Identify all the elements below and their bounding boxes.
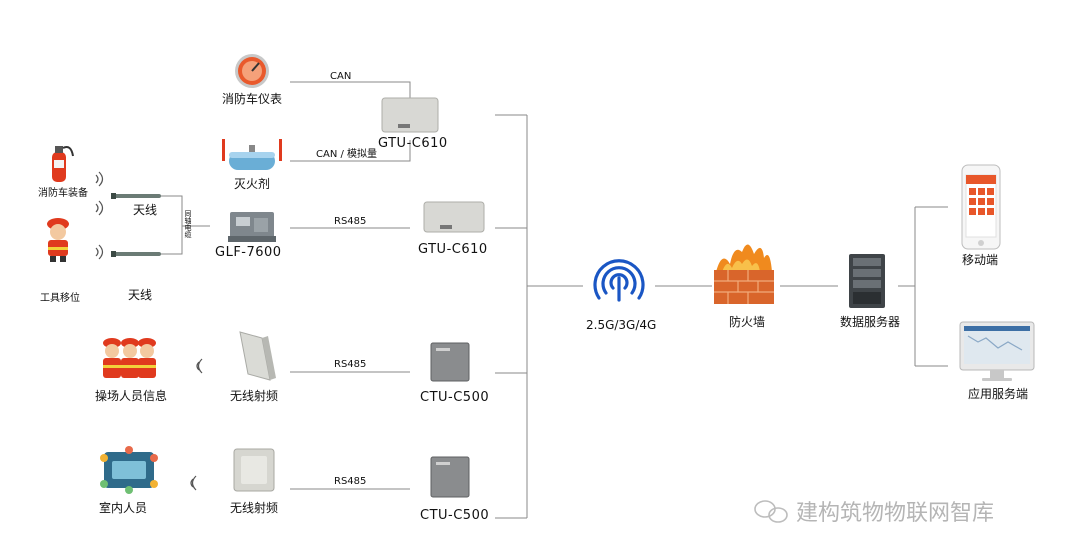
gtu-c610-1-label: GTU-C610 <box>378 136 448 151</box>
agent-label: 灭火剂 <box>234 176 270 191</box>
ctu-c500-device-1-icon <box>430 342 470 382</box>
antenna-bottom-label: 天线 <box>128 288 152 302</box>
fire-extinguisher-icon <box>52 146 74 182</box>
connection-lines <box>160 81 948 519</box>
antenna-bottom-icon <box>111 251 161 257</box>
link-label-rs485-rf1: RS485 <box>334 359 366 370</box>
glf-7600-device-icon <box>228 212 276 242</box>
watermark-text: 建构筑物物联网智库 <box>796 501 994 526</box>
wireless-signal-icon <box>196 358 203 374</box>
mobile-label: 移动端 <box>962 253 998 267</box>
indoor-personnel-icon <box>100 446 158 494</box>
drill-personnel-icon <box>103 338 156 378</box>
ctu-c500-2-label: CTU-C500 <box>420 508 489 523</box>
desktop-monitor-icon <box>959 321 1035 381</box>
dashboard-label: 消防车仪表 <box>222 91 282 106</box>
firefighter-icon <box>47 218 69 262</box>
indoor-personnel-label: 室内人员 <box>99 500 147 515</box>
app-server-label: 应用服务端 <box>968 386 1028 401</box>
antenna-top-label: 天线 <box>133 203 157 217</box>
wireless-signal-icon <box>190 475 197 491</box>
data-server-label: 数据服务器 <box>840 314 900 329</box>
link-label-rs485-rf2: RS485 <box>334 476 366 487</box>
gtu-c610-device-2-icon <box>423 201 485 233</box>
network-signal-icon <box>593 259 645 302</box>
rf-2-label: 无线射频 <box>230 500 278 515</box>
dashboard-gauge-icon <box>235 54 269 88</box>
tool-shift-label: 工具移位 <box>40 291 80 304</box>
link-label-can-analog: CAN / 模拟量 <box>316 147 377 160</box>
wechat-logo-icon <box>754 500 788 523</box>
network-label: 2.5G/3G/4G <box>586 318 656 332</box>
mobile-phone-icon <box>961 164 1001 250</box>
gtu-c610-device-1-icon <box>381 97 439 133</box>
drill-personnel-label: 操场人员信息 <box>95 388 167 403</box>
firewall-icon <box>714 244 774 304</box>
rf-1-label: 无线射频 <box>230 388 278 403</box>
rf-reader-1-icon <box>239 331 276 381</box>
agent-tank-icon <box>222 139 282 170</box>
glf-7600-label: GLF-7600 <box>215 245 282 260</box>
server-icon <box>849 254 885 308</box>
rf-reader-2-icon <box>233 448 275 492</box>
firewall-label: 防火墙 <box>729 314 765 329</box>
fire-equipment-label: 消防车装备 <box>38 186 88 199</box>
link-label-rs485-glf: RS485 <box>334 216 366 227</box>
link-label-can: CAN <box>330 71 351 82</box>
watermark: 建构筑物物联网智库 <box>754 500 994 526</box>
wireless-signal-icon <box>95 171 104 260</box>
ctu-c500-device-2-icon <box>430 456 470 498</box>
antenna-top-icon <box>111 193 161 199</box>
coax-cable-label: 同轴电缆 <box>184 210 192 239</box>
ctu-c500-1-label: CTU-C500 <box>420 390 489 405</box>
gtu-c610-2-label: GTU-C610 <box>418 242 488 257</box>
